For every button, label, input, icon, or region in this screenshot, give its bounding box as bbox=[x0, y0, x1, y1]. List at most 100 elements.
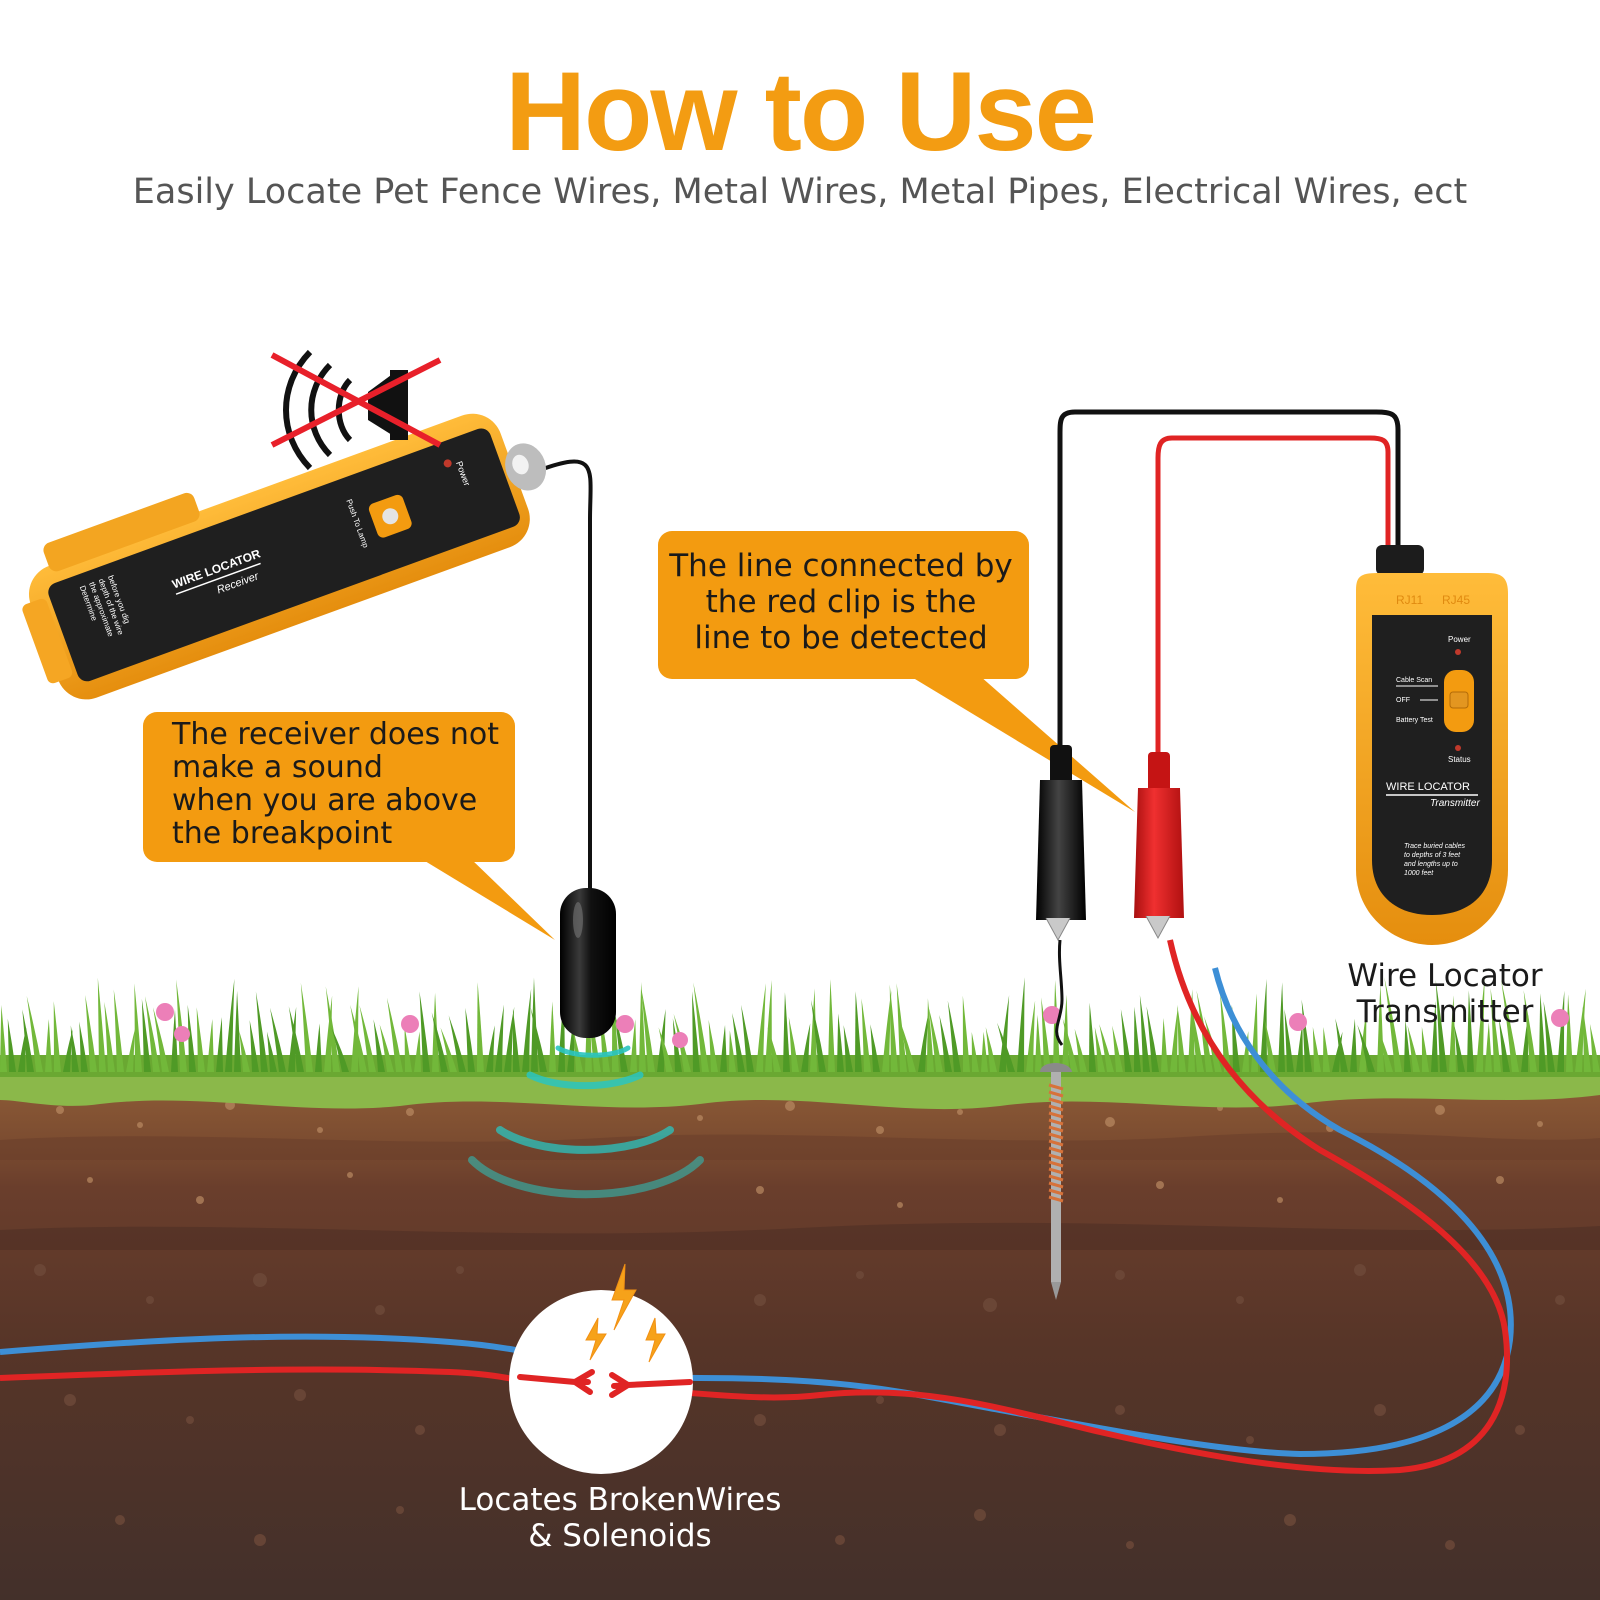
spark-icon bbox=[585, 1263, 666, 1363]
grass-blade bbox=[693, 982, 709, 1072]
grass-blade bbox=[216, 1017, 223, 1072]
grass-blade bbox=[1543, 1001, 1555, 1072]
label-line: Transmitter bbox=[1356, 994, 1534, 1030]
grass-blade bbox=[45, 1019, 52, 1072]
callout-line: when you are above bbox=[172, 783, 478, 818]
grass-blade bbox=[985, 1027, 997, 1072]
stake-coil-turn bbox=[1048, 1104, 1064, 1112]
grass-blade bbox=[640, 986, 655, 1072]
grass-blade bbox=[810, 988, 817, 1072]
grass-blade bbox=[404, 1026, 412, 1072]
speaker-muted-icon bbox=[270, 349, 442, 471]
grass-blade bbox=[1335, 1018, 1348, 1072]
stake-coil-turn bbox=[1048, 1153, 1064, 1161]
grass-blade bbox=[788, 1016, 799, 1072]
stake-coil-turn bbox=[1048, 1146, 1064, 1154]
grass-blade bbox=[1449, 995, 1456, 1072]
grass-blade bbox=[269, 1007, 286, 1072]
grass-blade bbox=[765, 979, 772, 1072]
stake-coil-turn bbox=[1048, 1139, 1064, 1147]
transmitter-power-label: Power bbox=[1448, 635, 1471, 644]
grass-blade bbox=[1134, 1006, 1141, 1072]
callout-line: line to be detected bbox=[694, 620, 988, 656]
grass-blade bbox=[255, 991, 268, 1072]
grass-blade bbox=[1407, 1025, 1420, 1072]
grass-blade bbox=[512, 1009, 520, 1072]
grass-blade bbox=[414, 1031, 421, 1072]
stake-coil-turn bbox=[1048, 1195, 1064, 1203]
grass-blade bbox=[997, 1022, 1015, 1072]
transmitter-label: Wire Locator Transmitter bbox=[1330, 958, 1560, 1030]
grass-blade bbox=[1074, 1028, 1087, 1072]
grass-blade bbox=[630, 1019, 637, 1072]
grass-blade bbox=[1264, 1019, 1276, 1072]
grass-blade bbox=[386, 997, 403, 1072]
grass-blade bbox=[1170, 1006, 1179, 1072]
grass-blade bbox=[85, 995, 97, 1072]
grass-blade bbox=[7, 1018, 16, 1072]
blue-wire bbox=[0, 967, 1514, 1458]
page-title: How to Use bbox=[505, 49, 1097, 174]
callout-line: the red clip is the bbox=[705, 584, 977, 620]
label-line: Wire Locator bbox=[1347, 958, 1543, 994]
grass-blade bbox=[843, 1025, 853, 1072]
grass-blade bbox=[495, 1004, 504, 1072]
transmitter-port-rj11: RJ11 bbox=[1396, 593, 1423, 607]
grass-blade bbox=[1284, 1009, 1294, 1072]
grass-blade bbox=[639, 982, 646, 1072]
grass-blade bbox=[171, 1009, 178, 1072]
grass-blade bbox=[1094, 1027, 1105, 1072]
grass-blade bbox=[1384, 977, 1402, 1072]
transmitter-model-text: Transmitter bbox=[1430, 798, 1480, 809]
grass-blade bbox=[1589, 1023, 1600, 1072]
svg-text:Trace buried cables: Trace buried cables bbox=[1404, 843, 1465, 850]
stake-coil-turn bbox=[1048, 1132, 1064, 1140]
grass-blade bbox=[927, 998, 934, 1072]
grass-blade bbox=[187, 1004, 196, 1072]
grass-blade bbox=[234, 990, 241, 1072]
grass-blade bbox=[939, 1015, 952, 1072]
switch-label-off: OFF bbox=[1396, 697, 1410, 704]
grass-blade bbox=[1099, 1024, 1114, 1072]
grass-blade bbox=[63, 1029, 73, 1072]
grass-blade bbox=[288, 1006, 297, 1072]
grass-blade bbox=[928, 1006, 943, 1072]
grass-blade bbox=[225, 978, 235, 1072]
stake-coil-turn bbox=[1048, 1188, 1064, 1196]
grass-blade bbox=[1220, 992, 1231, 1072]
grass-blade bbox=[1435, 979, 1447, 1072]
grass-blade bbox=[1357, 1024, 1375, 1072]
grass-blade bbox=[971, 1031, 979, 1072]
grass-blade bbox=[465, 1007, 475, 1072]
grass-blade bbox=[1177, 1004, 1186, 1072]
stake-coil-turn bbox=[1048, 1097, 1064, 1105]
grass-blade bbox=[26, 995, 43, 1072]
grass-blade bbox=[1350, 1018, 1357, 1072]
grass-blade bbox=[1112, 1025, 1123, 1072]
grass-blade bbox=[448, 1015, 466, 1072]
grass-blade bbox=[431, 1012, 448, 1072]
grass-blade bbox=[530, 1007, 547, 1072]
grass-blade bbox=[315, 1023, 322, 1072]
callout-line: The receiver does not bbox=[172, 717, 499, 752]
grass-blade bbox=[1379, 1031, 1393, 1072]
grass-blade bbox=[1485, 1022, 1492, 1072]
grass-blade bbox=[981, 1031, 988, 1072]
grass-blade bbox=[522, 988, 532, 1072]
callout-receiver-bubble bbox=[143, 712, 555, 940]
grass-blade bbox=[477, 982, 484, 1072]
grass-blade bbox=[756, 983, 766, 1072]
stake-coil-turn bbox=[1048, 1118, 1064, 1126]
red-lead bbox=[1155, 435, 1391, 752]
grass-blade bbox=[573, 1029, 583, 1072]
grass-blade bbox=[373, 1019, 385, 1072]
grass-blade bbox=[97, 977, 106, 1072]
grass-blade bbox=[732, 1013, 745, 1072]
grass-blade bbox=[1377, 984, 1384, 1072]
grass-blade bbox=[828, 979, 835, 1072]
grass-blade bbox=[53, 1001, 61, 1072]
stake-coil-turn bbox=[1048, 1111, 1064, 1119]
grass-blade bbox=[549, 1001, 556, 1072]
grass-blade bbox=[1454, 1024, 1465, 1072]
grass-blade bbox=[104, 1001, 115, 1072]
